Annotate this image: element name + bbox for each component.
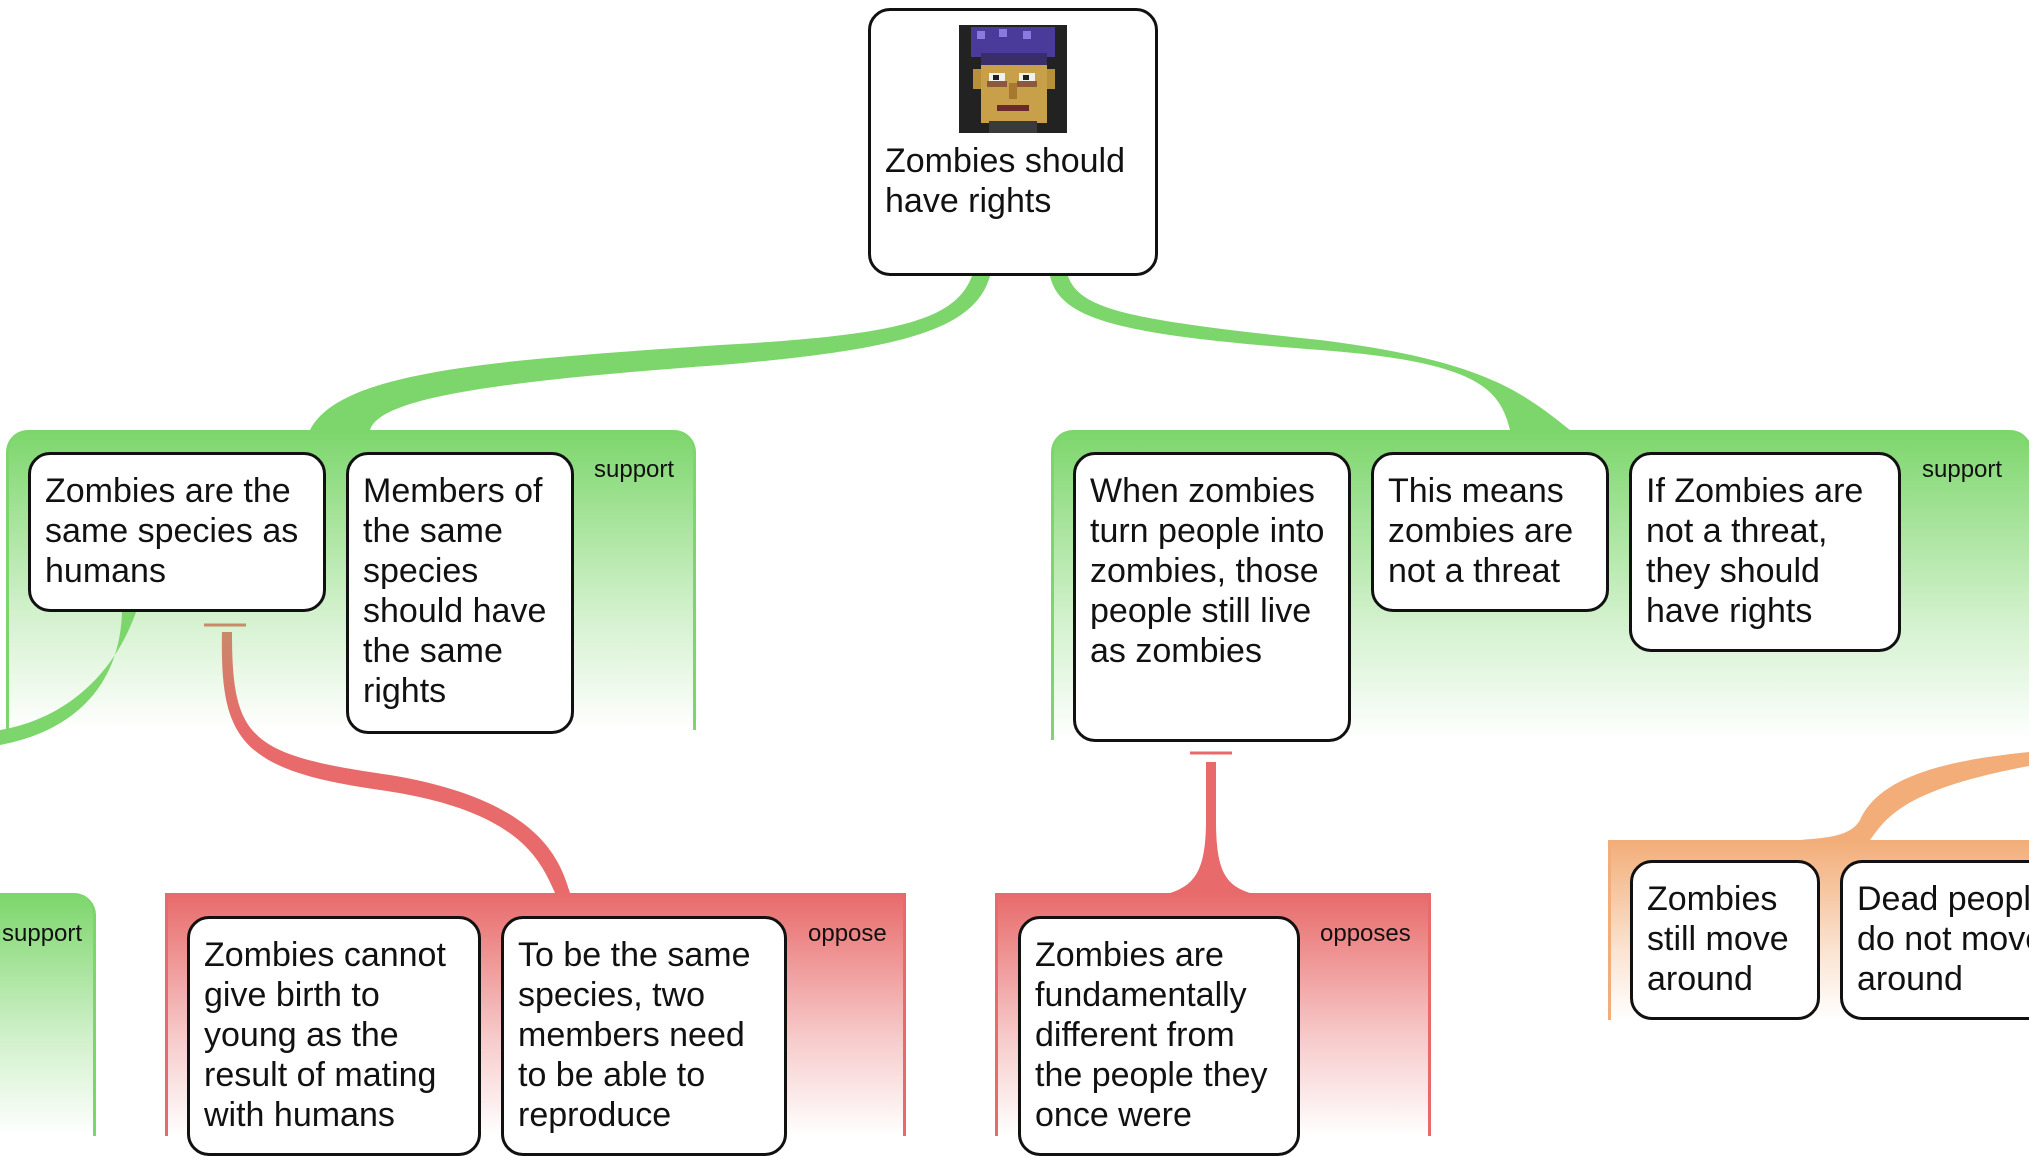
link-turn-opposes bbox=[1170, 762, 1250, 893]
card-text: Zombies are fundamentally different from… bbox=[1035, 936, 1268, 1134]
link-orange bbox=[1800, 752, 2029, 840]
root-claim-text: Zombies should have rights bbox=[885, 142, 1126, 220]
card-text: Zombies are the same species as humans bbox=[45, 472, 299, 590]
card-text: Zombies cannot give birth to young as th… bbox=[204, 936, 446, 1134]
link-species-oppose bbox=[221, 632, 570, 893]
group-label-right-support: support bbox=[1922, 456, 2003, 483]
card-dead-do-not-move[interactable]: Dead people do not move around bbox=[1840, 860, 2029, 1020]
group-label-left-support: support bbox=[594, 456, 675, 483]
card-still-move-around[interactable]: Zombies still move around bbox=[1630, 860, 1820, 1020]
card-able-to-reproduce[interactable]: To be the same species, two members need… bbox=[501, 916, 787, 1156]
group-far-left-support bbox=[0, 893, 96, 1136]
card-text: Members of the same species should have … bbox=[363, 472, 547, 710]
card-should-have-rights[interactable]: If Zombies are not a threat, they should… bbox=[1629, 452, 1901, 652]
group-label-mid-opposes: opposes bbox=[1320, 920, 1411, 947]
card-text: This means zombies are not a threat bbox=[1388, 472, 1574, 590]
link-root-left-support bbox=[310, 276, 990, 430]
link-root-right-support bbox=[1050, 276, 1570, 430]
card-text: To be the same species, two members need… bbox=[518, 936, 751, 1134]
card-same-species[interactable]: Zombies are the same species as humans bbox=[28, 452, 326, 612]
card-cannot-give-birth[interactable]: Zombies cannot give birth to young as th… bbox=[187, 916, 481, 1156]
card-same-rights[interactable]: Members of the same species should have … bbox=[346, 452, 574, 734]
card-fundamentally-different[interactable]: Zombies are fundamentally different from… bbox=[1018, 916, 1300, 1156]
card-not-a-threat[interactable]: This means zombies are not a threat bbox=[1371, 452, 1609, 612]
root-claim-card[interactable]: Zombies should have rights bbox=[868, 8, 1158, 276]
card-text: Zombies still move around bbox=[1647, 880, 1789, 998]
card-text: Dead people do not move around bbox=[1857, 880, 2029, 998]
zombie-face-icon bbox=[959, 25, 1067, 133]
group-label-far-left-support: support bbox=[2, 920, 83, 947]
group-label-left-oppose: oppose bbox=[808, 920, 887, 947]
card-text: When zombies turn people into zombies, t… bbox=[1090, 472, 1325, 670]
card-text: If Zombies are not a threat, they should… bbox=[1646, 472, 1864, 630]
card-zombies-turn-people[interactable]: When zombies turn people into zombies, t… bbox=[1073, 452, 1351, 742]
